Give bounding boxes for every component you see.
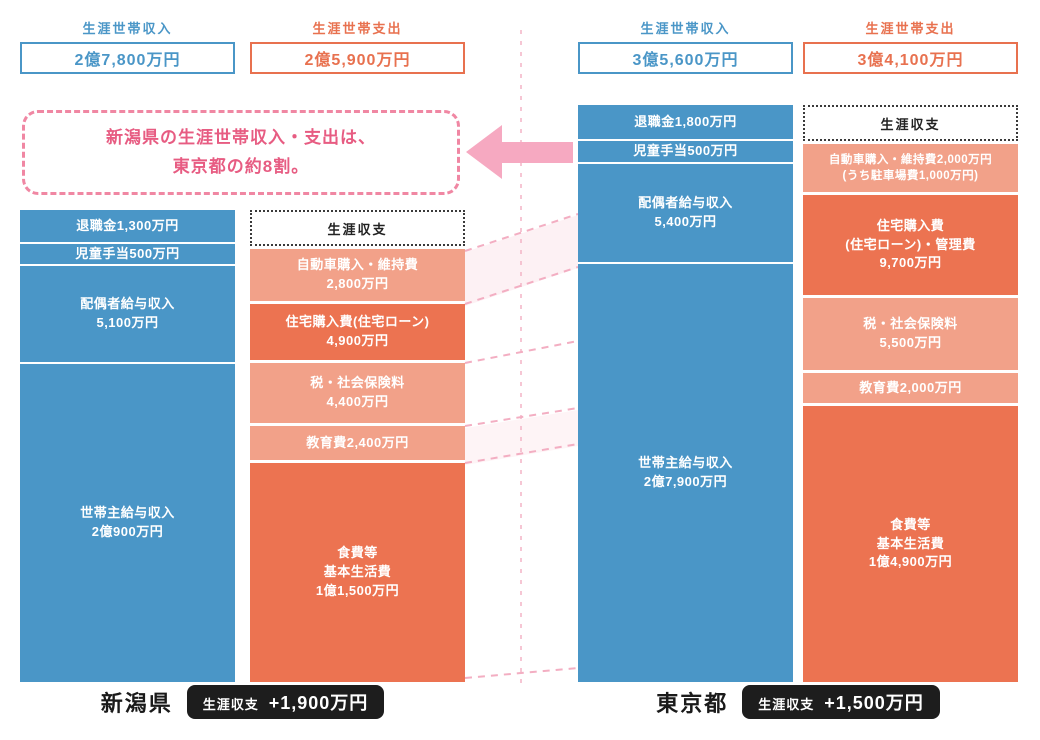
badge-value: +1,500万円 bbox=[824, 693, 924, 713]
niigata-expense-total: 2億5,900万円 bbox=[250, 42, 465, 74]
connector-line-tax bbox=[464, 340, 579, 364]
niigata-expense-bar: 生涯収支 自動車購入・維持費 2,800万円 住宅購入費(住宅ローン) 4,90… bbox=[250, 210, 465, 682]
tokyo-expense-total: 3億4,100万円 bbox=[803, 42, 1018, 74]
niigata-name: 新潟県 bbox=[100, 691, 173, 716]
tokyo-income-head-salary: 世帯主給与収入 2億7,900万円 bbox=[578, 264, 793, 682]
tokyo-balance-badge: 生涯収支 +1,500万円 bbox=[742, 685, 940, 719]
callout-note: 新潟県の生涯世帯収入・支出は、 東京都の約8割。 bbox=[22, 110, 460, 195]
niigata-expense-header: 生涯世帯支出 bbox=[312, 21, 403, 36]
tokyo-balance-box: 生涯収支 bbox=[803, 105, 1018, 141]
tokyo-expense-food: 食費等 基本生活費 1億4,900万円 bbox=[803, 406, 1018, 682]
connector-line-auto bbox=[464, 213, 579, 252]
arrow-left-icon bbox=[466, 125, 573, 179]
niigata-income-header: 生涯世帯収入 bbox=[82, 21, 173, 36]
tokyo-footer: 東京都 生涯収支 +1,500万円 bbox=[578, 684, 1018, 720]
niigata-expense-food: 食費等 基本生活費 1億1,500万円 bbox=[250, 463, 465, 682]
badge-value: +1,900万円 bbox=[268, 693, 369, 713]
connector-line-bottom bbox=[464, 667, 579, 679]
tokyo-income-retirement: 退職金1,800万円 bbox=[578, 105, 793, 139]
connector-line-food bbox=[464, 443, 579, 464]
badge-label: 生涯収支 bbox=[202, 697, 259, 712]
niigata-income-child-allowance: 児童手当500万円 bbox=[20, 244, 235, 264]
tokyo-expense-education: 教育費2,000万円 bbox=[803, 373, 1018, 403]
niigata-expense-car: 自動車購入・維持費 2,800万円 bbox=[250, 249, 465, 301]
tokyo-expense-tax: 税・社会保険料 5,500万円 bbox=[803, 298, 1018, 370]
niigata-income-total: 2億7,800万円 bbox=[20, 42, 235, 74]
niigata-expense-education: 教育費2,400万円 bbox=[250, 426, 465, 460]
niigata-footer: 新潟県 生涯収支 +1,900万円 bbox=[20, 684, 465, 720]
tokyo-expense-header: 生涯世帯支出 bbox=[865, 21, 956, 36]
connector-ribbon bbox=[465, 215, 578, 306]
tokyo-income-child-allowance: 児童手当500万円 bbox=[578, 141, 793, 162]
tokyo-name: 東京都 bbox=[656, 691, 729, 716]
callout-text: 新潟県の生涯世帯収入・支出は、 東京都の約8割。 bbox=[106, 127, 376, 176]
niigata-balance-badge: 生涯収支 +1,900万円 bbox=[186, 685, 385, 719]
niigata-balance-box: 生涯収支 bbox=[250, 210, 465, 246]
badge-label: 生涯収支 bbox=[758, 697, 815, 712]
tokyo-expense-housing: 住宅購入費 (住宅ローン)・管理費 9,700万円 bbox=[803, 195, 1018, 295]
niigata-income-head-salary: 世帯主給与収入 2億900万円 bbox=[20, 364, 235, 682]
tokyo-expense-car: 自動車購入・維持費2,000万円 (うち駐車場費1,000万円) bbox=[803, 144, 1018, 192]
niigata-income-spouse-salary: 配偶者給与収入 5,100万円 bbox=[20, 266, 235, 362]
connector-line-housing bbox=[464, 266, 579, 305]
tokyo-income-total: 3億5,600万円 bbox=[578, 42, 793, 74]
connector-line-education bbox=[464, 407, 579, 427]
tokyo-expense-bar: 生涯収支 自動車購入・維持費2,000万円 (うち駐車場費1,000万円) 住宅… bbox=[803, 105, 1018, 682]
tokyo-income-bar: 退職金1,800万円 児童手当500万円 配偶者給与収入 5,400万円 世帯主… bbox=[578, 105, 793, 682]
connector-ribbon bbox=[465, 410, 578, 465]
niigata-income-bar: 退職金1,300万円 児童手当500万円 配偶者給与収入 5,100万円 世帯主… bbox=[20, 210, 235, 682]
niigata-expense-housing: 住宅購入費(住宅ローン) 4,900万円 bbox=[250, 304, 465, 360]
niigata-income-retirement: 退職金1,300万円 bbox=[20, 210, 235, 242]
tokyo-income-spouse-salary: 配偶者給与収入 5,400万円 bbox=[578, 164, 793, 262]
tokyo-income-header: 生涯世帯収入 bbox=[640, 21, 731, 36]
niigata-expense-tax: 税・社会保険料 4,400万円 bbox=[250, 363, 465, 423]
